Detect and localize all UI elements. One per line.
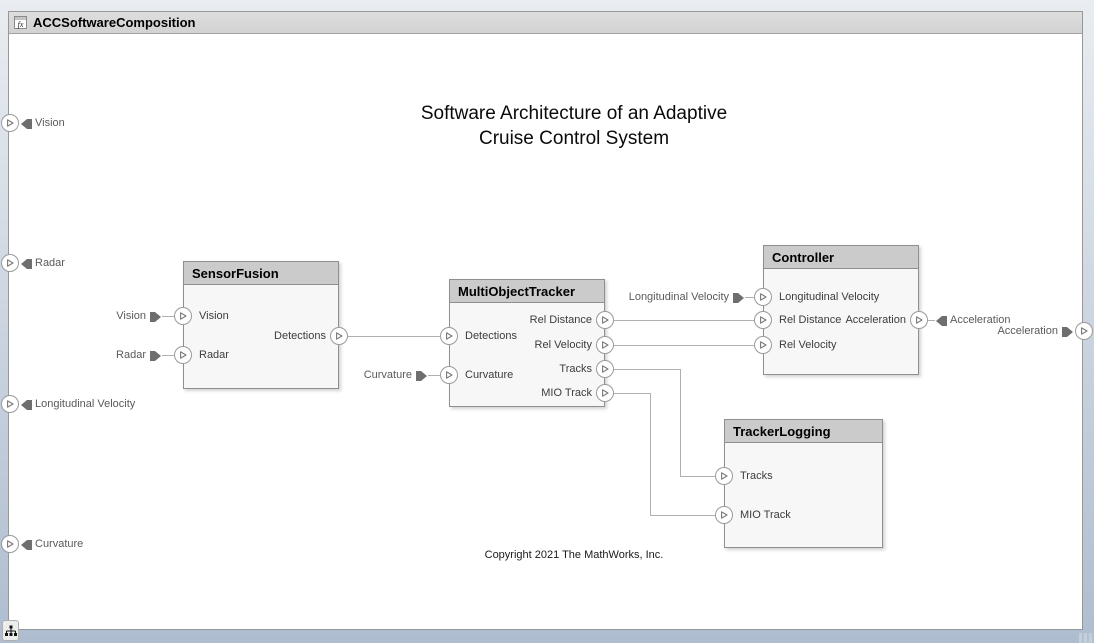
port-label-longitudinal-velocity: Longitudinal Velocity xyxy=(779,291,879,303)
port-label-acceleration: Acceleration xyxy=(769,314,906,326)
interface-marker-icon xyxy=(415,369,428,381)
component-trackerlogging[interactable]: TrackerLogging xyxy=(724,419,883,548)
port-label-mio-track: MIO Track xyxy=(740,509,791,521)
component-header: Controller xyxy=(764,246,918,269)
signal-label: Curvature xyxy=(35,538,83,550)
port-tracks-in[interactable] xyxy=(715,467,733,485)
interface-marker-icon xyxy=(20,257,33,269)
connection-segment[interactable] xyxy=(614,345,754,346)
connection-segment[interactable] xyxy=(745,297,754,298)
fx-badge-icon: fx xyxy=(14,16,27,29)
connection-segment[interactable] xyxy=(162,355,174,356)
connection-segment[interactable] xyxy=(650,393,651,515)
port-label-rel-distance: Rel Distance xyxy=(455,314,592,326)
interface-marker-icon xyxy=(935,314,948,326)
signal-label: Acceleration xyxy=(997,325,1058,337)
port-label-detections: Detections xyxy=(189,330,326,342)
signal-label: Curvature xyxy=(364,369,412,381)
copyright-annotation: Copyright 2021 The MathWorks, Inc. xyxy=(429,549,719,561)
connection-segment[interactable] xyxy=(614,393,650,394)
port-acceleration-out[interactable] xyxy=(910,311,928,329)
interface-marker-icon xyxy=(20,538,33,550)
port-label-tracks: Tracks xyxy=(740,470,773,482)
signal-label: Vision xyxy=(116,310,146,322)
diagram-title-annotation: Software Architecture of an Adaptive Cru… xyxy=(349,101,799,151)
connection-segment[interactable] xyxy=(614,320,754,321)
port-vision-in[interactable] xyxy=(174,307,192,325)
component-header: TrackerLogging xyxy=(725,420,882,443)
component-controller[interactable]: Controller xyxy=(763,245,919,375)
root-port-radar[interactable] xyxy=(1,254,19,272)
signal-label: Longitudinal Velocity xyxy=(35,398,135,410)
port-longitudinal-velocity-in[interactable] xyxy=(754,288,772,306)
resize-grip[interactable] xyxy=(1079,633,1094,643)
port-detections-in[interactable] xyxy=(440,327,458,345)
canvas-title-bar: fx ACCSoftwareComposition xyxy=(9,12,1082,34)
signal-label: Vision xyxy=(35,117,65,129)
interface-marker-icon xyxy=(1061,325,1074,337)
connection-segment[interactable] xyxy=(928,320,935,321)
signal-label: Longitudinal Velocity xyxy=(629,291,729,303)
component-header: MultiObjectTracker xyxy=(450,280,604,303)
port-rel-velocity-in[interactable] xyxy=(754,336,772,354)
interface-marker-icon xyxy=(20,398,33,410)
port-mio-track-in[interactable] xyxy=(715,506,733,524)
root-port-curvature[interactable] xyxy=(1,535,19,553)
port-label-tracks: Tracks xyxy=(455,363,592,375)
connection-segment[interactable] xyxy=(614,369,680,370)
window-title: ACCSoftwareComposition xyxy=(33,15,196,30)
connection-segment[interactable] xyxy=(680,369,681,476)
root-port-acceleration[interactable] xyxy=(1075,322,1093,340)
port-curvature-in[interactable] xyxy=(440,366,458,384)
root-port-vision[interactable] xyxy=(1,114,19,132)
connection-segment[interactable] xyxy=(428,375,440,376)
interface-marker-icon xyxy=(149,349,162,361)
port-rel-distance-in[interactable] xyxy=(754,311,772,329)
port-label-mio-track: MIO Track xyxy=(455,387,592,399)
port-label-radar: Radar xyxy=(199,349,229,361)
port-label-rel-velocity: Rel Velocity xyxy=(779,339,836,351)
connection-segment[interactable] xyxy=(348,336,440,337)
port-label-vision: Vision xyxy=(199,310,229,322)
port-tracks-out[interactable] xyxy=(596,360,614,378)
signal-label: Radar xyxy=(35,257,65,269)
connection-segment[interactable] xyxy=(680,476,715,477)
connection-segment[interactable] xyxy=(162,316,174,317)
interface-marker-icon xyxy=(20,117,33,129)
signal-label: Radar xyxy=(116,349,146,361)
port-mio-track-out[interactable] xyxy=(596,384,614,402)
port-rel-distance-out[interactable] xyxy=(596,311,614,329)
hierarchy-tree-icon xyxy=(5,625,17,637)
port-rel-velocity-out[interactable] xyxy=(596,336,614,354)
interface-marker-icon xyxy=(149,310,162,322)
component-header: SensorFusion xyxy=(184,262,338,285)
port-label-rel-velocity: Rel Velocity xyxy=(455,339,592,351)
root-port-longitudinal-velocity[interactable] xyxy=(1,395,19,413)
port-detections-out[interactable] xyxy=(330,327,348,345)
show-hierarchy-button[interactable] xyxy=(2,620,19,641)
interface-marker-icon xyxy=(732,291,745,303)
component-sensorfusion[interactable]: SensorFusion xyxy=(183,261,339,389)
connection-segment[interactable] xyxy=(650,515,715,516)
port-radar-in[interactable] xyxy=(174,346,192,364)
